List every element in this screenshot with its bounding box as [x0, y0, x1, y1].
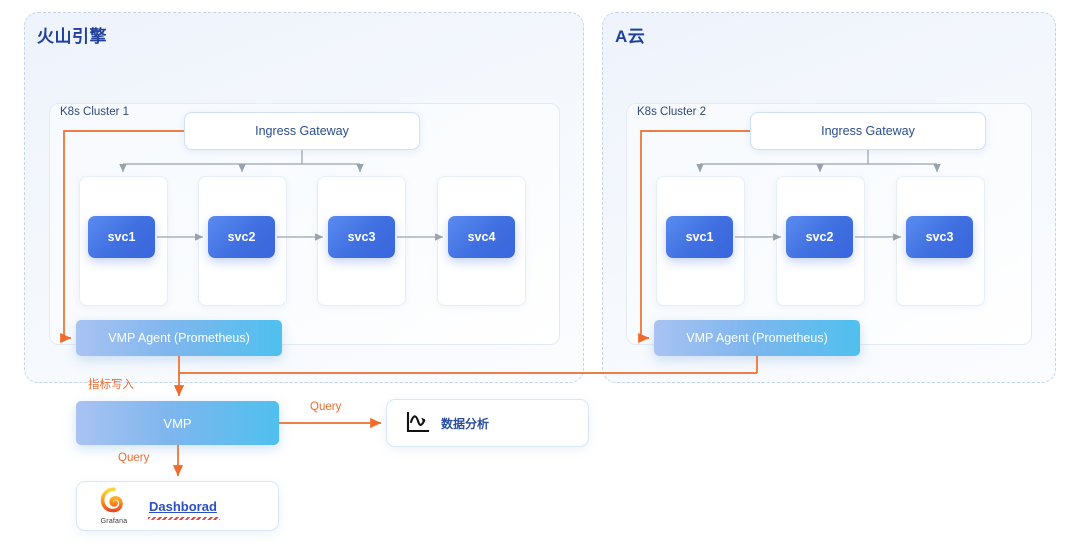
vmp-box[interactable]: VMP — [76, 401, 279, 445]
cloud-title-volcano: 火山引擎 — [37, 27, 107, 46]
grafana-dashboard-card[interactable]: Grafana Dashborad — [76, 481, 279, 531]
ingress-gateway-cluster-1[interactable]: Ingress Gateway — [184, 112, 420, 150]
vmp-agent-cluster-2[interactable]: VMP Agent (Prometheus) — [654, 320, 860, 356]
grafana-wordmark: Grafana — [100, 518, 128, 525]
grafana-logo: Grafana — [92, 487, 136, 525]
data-analysis-label: 数据分析 — [441, 416, 490, 431]
service-box-svc2[interactable]: svc2 — [786, 216, 853, 258]
service-box-svc3[interactable]: svc3 — [906, 216, 973, 258]
k8s-cluster-1-label: K8s Cluster 1 — [60, 106, 130, 118]
service-box-svc4[interactable]: svc4 — [448, 216, 515, 258]
query-label-dashboard: Query — [118, 452, 150, 464]
line-chart-icon — [405, 411, 431, 435]
cloud-title-acloud: A云 — [615, 27, 646, 46]
k8s-cluster-2-label: K8s Cluster 2 — [637, 106, 707, 118]
vmp-agent-cluster-1[interactable]: VMP Agent (Prometheus) — [76, 320, 282, 356]
ingress-gateway-cluster-2[interactable]: Ingress Gateway — [750, 112, 986, 150]
service-box-svc3[interactable]: svc3 — [328, 216, 395, 258]
service-box-svc2[interactable]: svc2 — [208, 216, 275, 258]
service-box-svc1[interactable]: svc1 — [666, 216, 733, 258]
spellcheck-underline — [148, 517, 220, 520]
metrics-write-label: 指标写入 — [88, 379, 134, 391]
service-box-svc1[interactable]: svc1 — [88, 216, 155, 258]
query-label-analysis: Query — [310, 401, 342, 413]
dashboard-link[interactable]: Dashborad — [149, 499, 217, 514]
data-analysis-card[interactable]: 数据分析 — [386, 399, 589, 447]
